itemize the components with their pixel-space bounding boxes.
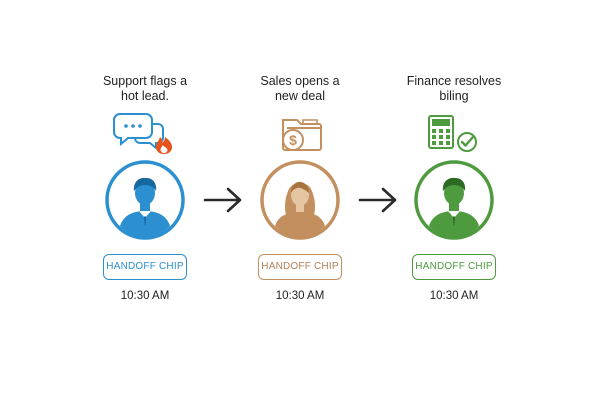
male-avatar-icon bbox=[105, 160, 185, 240]
timestamp: 10:30 AM bbox=[275, 290, 325, 302]
step-caption: Sales opens a new deal bbox=[225, 74, 375, 104]
chat-bubbles-icon bbox=[113, 113, 164, 151]
step-support: Support flags a hot lead. bbox=[70, 0, 220, 400]
male-avatar-icon bbox=[414, 160, 494, 240]
finance-icon-group bbox=[428, 115, 477, 152]
check-circle-icon bbox=[457, 132, 477, 152]
arrow-right-icon bbox=[358, 187, 397, 213]
timestamp: 10:30 AM bbox=[120, 290, 170, 302]
female-avatar-icon bbox=[260, 160, 340, 240]
caption-line: hot lead. bbox=[121, 89, 169, 103]
caption-line: Finance resolves bbox=[406, 74, 502, 88]
handoff-chip-button[interactable]: HANDOFF CHIP bbox=[103, 254, 187, 280]
calculator-icon bbox=[428, 115, 454, 149]
step-caption: Finance resolves biling bbox=[379, 74, 529, 104]
folder-icon bbox=[282, 119, 322, 151]
flame-icon bbox=[156, 137, 172, 154]
caption-line: Support flags a bbox=[102, 74, 188, 88]
handoff-chip-button[interactable]: HANDOFF CHIP bbox=[258, 254, 342, 280]
svg-text:$: $ bbox=[289, 132, 297, 148]
step-finance: Finance resolves biling bbox=[379, 0, 529, 400]
timestamp: 10:30 AM bbox=[429, 290, 479, 302]
caption-line: biling bbox=[439, 89, 469, 103]
sales-icon-group: $ bbox=[282, 119, 322, 151]
step-caption: Support flags a hot lead. bbox=[70, 74, 220, 104]
arrow-right-icon bbox=[203, 187, 242, 213]
support-icon-group bbox=[113, 113, 172, 154]
handoff-chip-button[interactable]: HANDOFF CHIP bbox=[412, 254, 496, 280]
step-sales: Sales opens a new deal $ HANDOFF CHIP 10… bbox=[225, 0, 375, 400]
caption-line: Sales opens a bbox=[260, 74, 340, 88]
caption-line: new deal bbox=[274, 89, 326, 103]
dollar-coin-icon: $ bbox=[282, 129, 304, 151]
